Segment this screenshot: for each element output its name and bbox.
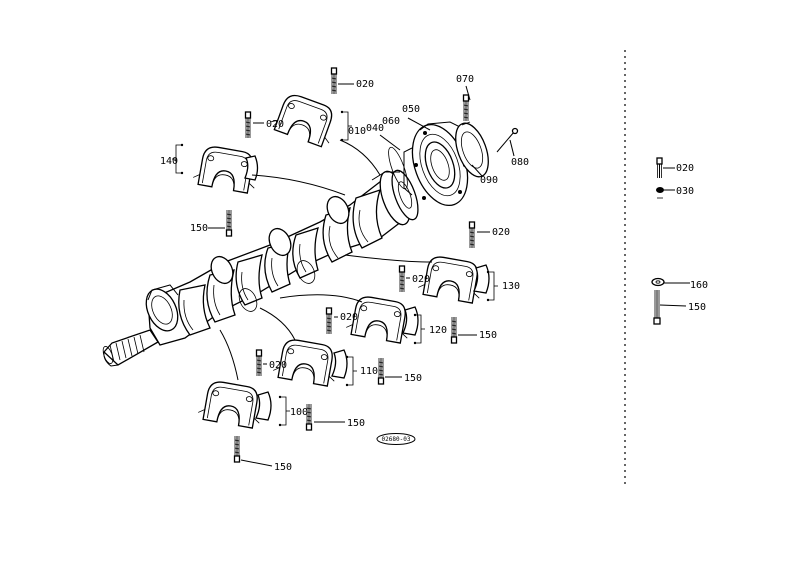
- callout-020: 020: [266, 119, 284, 130]
- callout-110: 110: [360, 366, 378, 377]
- callout-020: 020: [340, 312, 358, 323]
- callout-020: 020: [269, 360, 287, 371]
- rear-oil-seal: [455, 121, 489, 178]
- callout-020: 020: [356, 79, 374, 90]
- callout-100: 100: [290, 407, 308, 418]
- callout-080: 080: [511, 157, 529, 168]
- callout-020: 020: [492, 227, 510, 238]
- callout-090: 090: [480, 175, 498, 186]
- rear-oil-seal-housing: [403, 121, 469, 207]
- callout-060: 060: [382, 116, 400, 127]
- callout-120: 120: [429, 325, 447, 336]
- callout-030: 030: [676, 186, 694, 197]
- callout-010: 010: [348, 126, 366, 137]
- side-panel-washer-160: [651, 277, 690, 287]
- callout-150: 150: [190, 223, 208, 234]
- callout-160: 160: [690, 280, 708, 291]
- callout-150: 150: [404, 373, 422, 384]
- drawing-code: 02680-03: [382, 436, 411, 443]
- callout-070: 070: [456, 74, 474, 85]
- callout-150: 150: [688, 302, 706, 313]
- callout-150: 150: [274, 462, 292, 473]
- side-panel-bolt-150: [653, 290, 687, 325]
- rear-gasket: [388, 146, 408, 190]
- rear-flange-bolt: [496, 127, 519, 153]
- bearing-cap-100: [196, 378, 266, 430]
- callout-040: 040: [366, 123, 384, 134]
- callout-020: 020: [676, 163, 694, 174]
- callout-150: 150: [347, 418, 365, 429]
- callout-020: 020: [412, 274, 430, 285]
- leader-lines: [208, 83, 515, 467]
- crankshaft: [102, 169, 419, 367]
- callout-130: 130: [502, 281, 520, 292]
- side-panel-bolt-020: [656, 157, 675, 178]
- callout-050: 050: [402, 104, 420, 115]
- bearing-shells: [244, 155, 490, 421]
- drawing-code-badge: 02680-03: [376, 433, 416, 445]
- callout-150: 150: [479, 330, 497, 341]
- side-panel-washer-030: [656, 187, 675, 199]
- callout-140: 140: [160, 156, 178, 167]
